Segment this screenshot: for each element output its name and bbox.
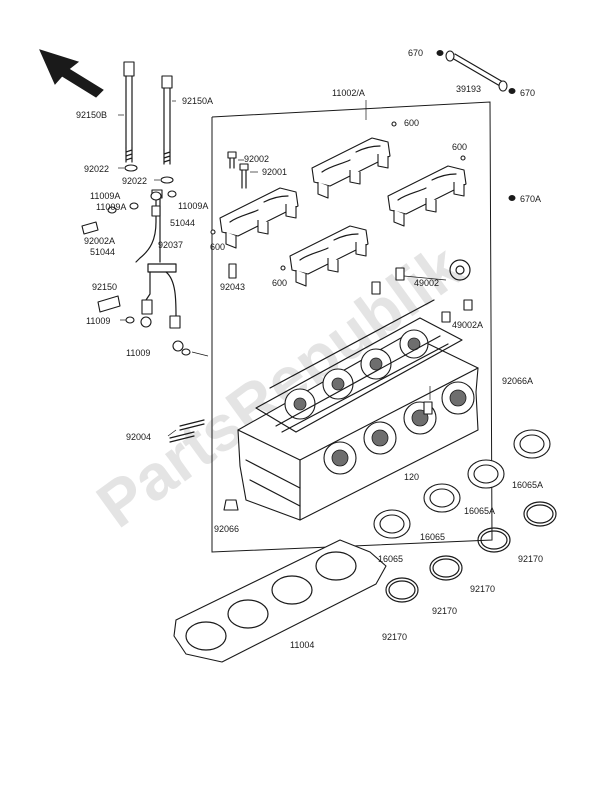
label-49002a: 49002A <box>452 320 483 330</box>
label-16065-a: 16065 <box>420 532 445 542</box>
label-51044-b: 51044 <box>90 247 115 257</box>
label-49002: 49002 <box>414 278 439 288</box>
oil-pipe-39193 <box>436 50 516 94</box>
head-bolt-92150b <box>123 61 135 163</box>
plug-670a <box>508 195 516 201</box>
plug-92066 <box>223 499 239 511</box>
front-direction-arrow-icon <box>39 49 104 98</box>
label-11009-a: 11009 <box>86 316 110 326</box>
clamp-92170-4 <box>523 501 557 527</box>
camshaft-cap-3 <box>219 187 299 249</box>
intake-holder-16065a-2 <box>513 429 551 459</box>
gear-icon <box>449 259 471 281</box>
label-92170-d: 92170 <box>382 632 407 642</box>
label-92002: 92002 <box>244 154 269 164</box>
label-92043: 92043 <box>220 282 245 292</box>
dowel-600-a <box>391 121 397 127</box>
head-gasket-11004 <box>173 539 387 663</box>
part-labels: 670 670 39193 92150B 92150A 11002/A 600 … <box>76 48 543 650</box>
cylinder-head <box>237 299 479 521</box>
dowel-600-b <box>460 155 466 161</box>
label-39193: 39193 <box>456 84 481 94</box>
label-11004: 11004 <box>290 640 314 650</box>
stud-92004 <box>169 419 205 443</box>
leader-lines <box>118 100 447 437</box>
label-92170-a: 92170 <box>518 554 543 564</box>
label-92066: 92066 <box>214 524 239 534</box>
label-92001: 92001 <box>262 167 287 177</box>
label-51044-a: 51044 <box>170 218 195 228</box>
label-92150: 92150 <box>92 282 117 292</box>
clamp-92170-2 <box>429 555 463 581</box>
label-11009a-2: 11009A <box>96 202 126 212</box>
intake-holder-16065-1 <box>373 509 411 539</box>
label-92170-c: 92170 <box>432 606 457 616</box>
label-92004: 92004 <box>126 432 151 442</box>
oil-line-assembly <box>81 189 191 356</box>
label-92150b: 92150B <box>76 110 107 120</box>
label-16065a-2: 16065A <box>464 506 495 516</box>
clamp-92170-3 <box>477 527 511 553</box>
intake-holder-16065a-1 <box>467 459 505 489</box>
label-92066a: 92066A <box>502 376 533 386</box>
camshaft-cap-4 <box>289 225 369 287</box>
label-600-b: 600 <box>452 142 467 152</box>
label-600-c: 600 <box>210 242 225 252</box>
washer-92022-a <box>124 164 138 172</box>
camshaft-cap-2 <box>387 165 467 227</box>
label-120: 120 <box>404 472 419 482</box>
label-11009a-1: 11009A <box>90 191 120 201</box>
head-bolt-92150a <box>161 75 173 165</box>
plug-92066a <box>423 401 433 415</box>
cap-bolt-92002 <box>227 151 237 169</box>
washer-92022-b <box>160 176 174 184</box>
label-92022-a: 92022 <box>84 164 109 174</box>
label-670a: 670A <box>520 194 541 204</box>
clamp-92170-1 <box>385 577 419 603</box>
camshaft-cap-1 <box>311 137 391 199</box>
intake-holder-16065-2 <box>423 483 461 513</box>
label-600-d: 600 <box>272 278 287 288</box>
label-600-a: 600 <box>404 118 419 128</box>
label-16065-b: 16065 <box>378 554 403 564</box>
label-11009-b: 11009 <box>126 348 150 358</box>
dowel-600-d <box>280 265 286 271</box>
label-11002a: 11002/A <box>332 88 365 98</box>
cap-bolt-92001 <box>239 163 249 189</box>
label-92170-b: 92170 <box>470 584 495 594</box>
label-16065a-1: 16065A <box>512 480 543 490</box>
stud-92043 <box>228 263 237 279</box>
dowel-600-c <box>210 229 216 235</box>
label-670-right: 670 <box>520 88 535 98</box>
label-92022-b: 92022 <box>122 176 147 186</box>
label-670-top: 670 <box>408 48 423 58</box>
assembly-frame <box>211 101 493 553</box>
label-11009a-3: 11009A <box>178 201 208 211</box>
label-92150a: 92150A <box>182 96 213 106</box>
label-92002a: 92002A <box>84 236 115 246</box>
oil-pressure-switch-49002 <box>371 267 473 323</box>
label-92037: 92037 <box>158 240 183 250</box>
